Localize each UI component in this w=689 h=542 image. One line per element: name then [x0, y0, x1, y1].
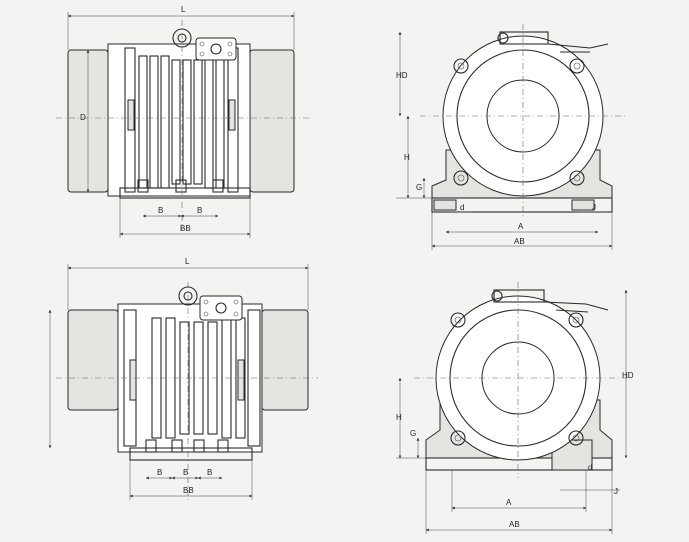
label-H-top: H [404, 153, 410, 162]
label-AB-top: AB [514, 237, 525, 246]
left-end-cap-2 [67, 309, 119, 411]
right-end-cap-2 [261, 309, 309, 411]
side-view-bottom [48, 264, 318, 500]
label-H-bottom: H [396, 413, 402, 422]
label-BB-bottom: BB [183, 486, 194, 495]
label-B-bottom-3: B [207, 468, 212, 477]
label-J-top: J [592, 203, 596, 212]
label-B-top-1: B [158, 206, 163, 215]
label-L-top: L [181, 5, 186, 14]
end-view-top [396, 24, 625, 250]
side-view-top [56, 12, 310, 238]
end-view-bottom [396, 282, 628, 534]
label-d-bottom: d [588, 463, 592, 472]
label-L-bottom: L [185, 257, 190, 266]
cable-lead [547, 43, 609, 49]
label-d-top: d [460, 203, 464, 212]
label-J-bottom: J [614, 487, 618, 496]
label-A-bottom: A [506, 498, 512, 507]
label-G-top: G [416, 183, 422, 192]
label-HD-top: HD [396, 71, 408, 80]
terminal-box [195, 37, 237, 61]
base-foot [119, 187, 251, 199]
base-foot-2 [129, 447, 253, 461]
label-AB-bottom: AB [509, 520, 520, 529]
label-D: D [80, 113, 86, 122]
label-B-bottom-2: B [183, 468, 188, 477]
label-B-bottom-1: B [157, 468, 162, 477]
label-B-top-2: B [197, 206, 202, 215]
right-end-cap [249, 49, 295, 193]
label-BB-top: BB [180, 224, 191, 233]
terminal-box-2 [199, 295, 243, 321]
label-HD-bottom: HD [622, 371, 634, 380]
label-G-bottom: G [410, 429, 416, 438]
cable-lead-2 [543, 301, 609, 311]
label-A-top: A [518, 222, 524, 231]
